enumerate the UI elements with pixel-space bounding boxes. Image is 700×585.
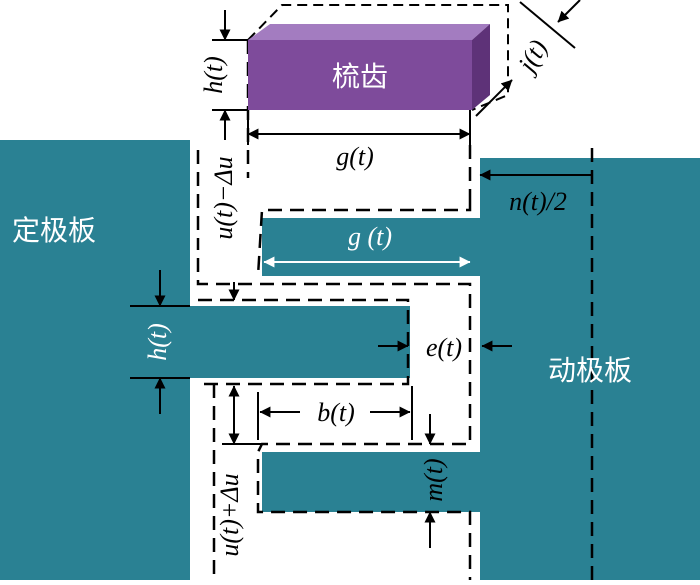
label-g-finger: g (t) [348, 222, 392, 251]
label-h-left: h(t) [143, 323, 172, 361]
label-g-top: g(t) [336, 142, 374, 171]
label-n-half: n(t)/2 [509, 187, 567, 216]
fixed-plate-label: 定极板 [12, 214, 96, 247]
label-e: e(t) [426, 333, 462, 362]
label-u-minus: u(t)−Δu [209, 156, 238, 239]
label-b: b(t) [317, 398, 355, 427]
moving-plate [480, 158, 700, 580]
dim-b [257, 386, 413, 440]
dim-g-top [247, 110, 471, 145]
dim-gap-lower [222, 385, 262, 445]
moving-plate-label: 动极板 [548, 354, 632, 387]
label-h-top: h(t) [199, 56, 228, 94]
fixed-plate [0, 140, 410, 580]
moving-finger-upper [262, 218, 480, 276]
dim-j [475, 0, 581, 117]
dim-h-left [130, 270, 240, 414]
label-m: m(t) [419, 458, 448, 501]
label-u-plus: u(t)+Δu [215, 473, 244, 556]
moving-finger-lower [262, 452, 480, 512]
dim-h-top [212, 10, 248, 140]
label-j: j(t) [511, 35, 553, 80]
comb-tooth-box: 梳齿 [247, 4, 509, 111]
comb-tooth-label: 梳齿 [332, 60, 388, 93]
